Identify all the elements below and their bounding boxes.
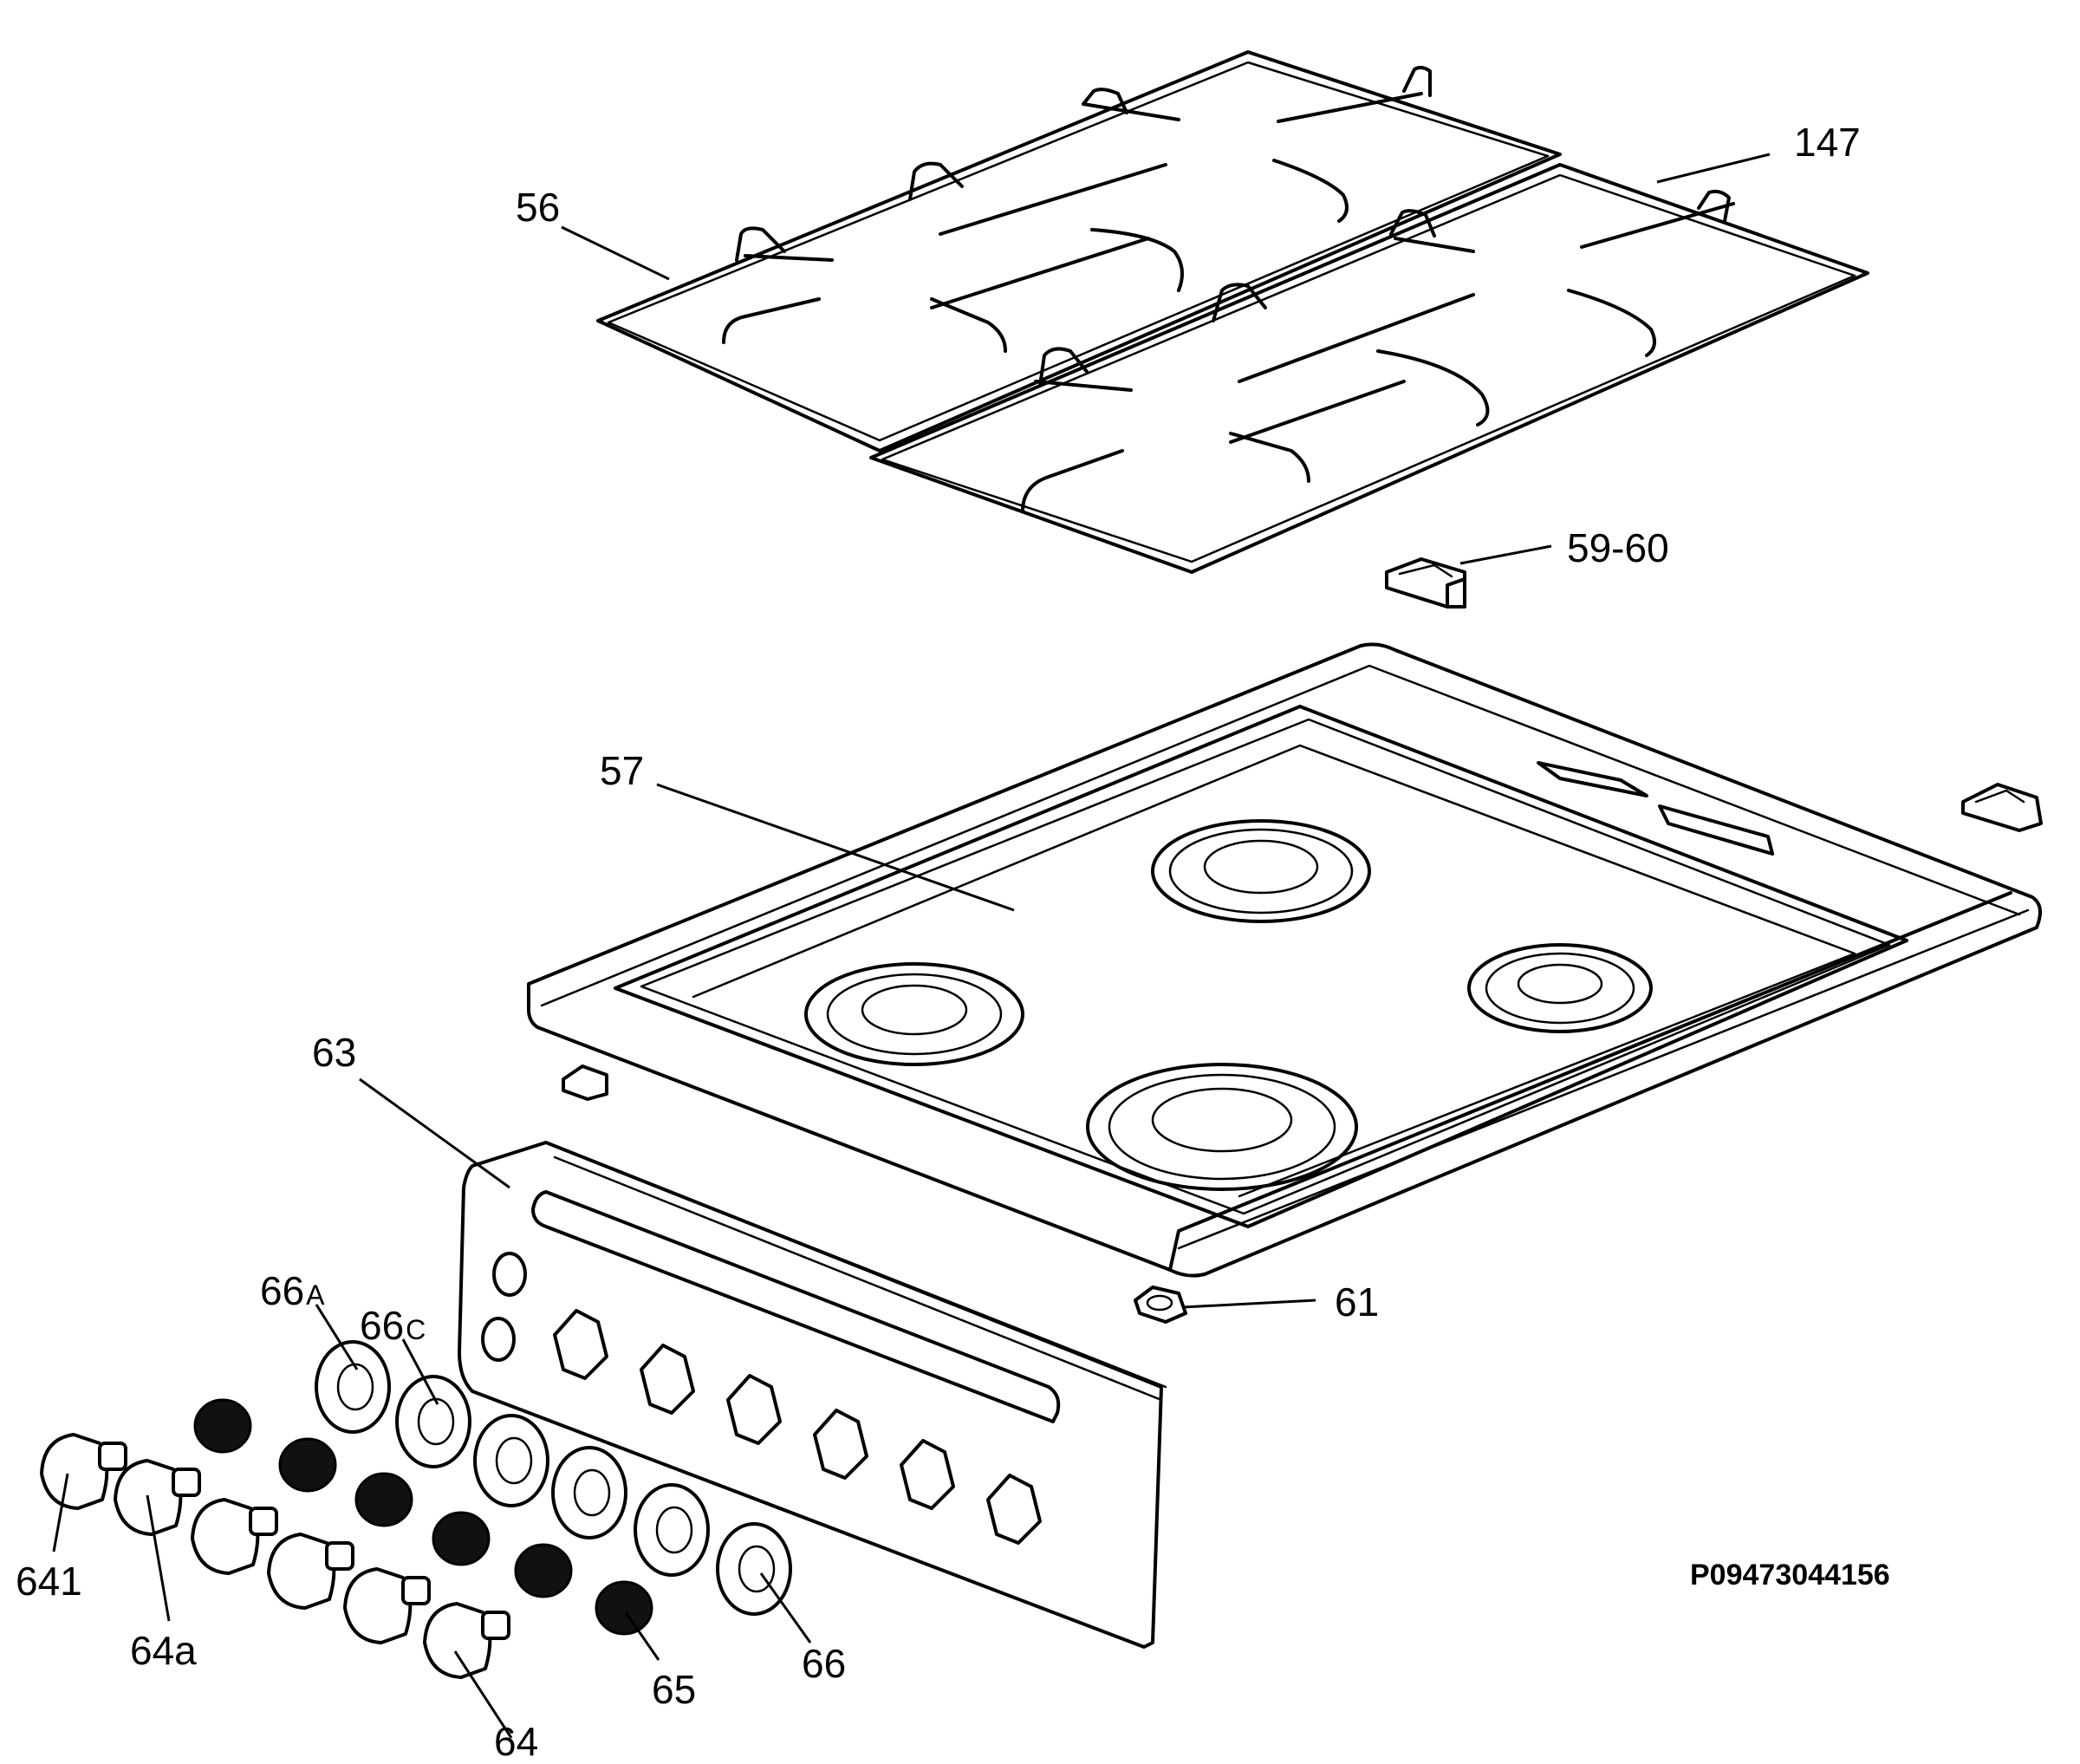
label-147: 147 [1794,120,1861,165]
burner-front-left [804,962,1024,1066]
label-64a: 64a [130,1628,197,1673]
label-66: 66 [802,1641,846,1686]
hob-top [527,642,2042,1278]
burner-front-right [1086,1063,1358,1191]
hob-foot-left [562,1064,608,1101]
label-66A: 66A [260,1268,325,1313]
grate-clip [1385,557,1466,609]
label-641: 641 [16,1559,82,1604]
label-63: 63 [312,1030,356,1075]
grate-clip-right [1961,783,2043,832]
label-64: 64 [494,1719,538,1764]
burner-rear-right [1467,943,1653,1033]
label-61: 61 [1335,1279,1379,1325]
drawing-code: P09473044156 [1690,1559,1890,1592]
burner-rear-left [1151,819,1371,923]
label-65: 65 [652,1667,696,1712]
pan-support-left [596,50,1562,452]
label-57: 57 [600,748,644,793]
pan-support-right [869,163,1869,574]
part-labels: 56 147 59-60 57 63 61 66A 66C 641 64a 64… [16,120,1890,1764]
leader-lines [52,153,1771,1739]
label-56: 56 [516,185,560,230]
control-panel [458,1141,1167,1649]
label-66C: 66C [360,1303,426,1348]
knob-seals [193,1398,653,1636]
control-knobs [40,1433,510,1679]
label-59-60: 59-60 [1567,525,1669,570]
hob-foot-61 [1134,1286,1187,1324]
bezels [315,1340,792,1616]
